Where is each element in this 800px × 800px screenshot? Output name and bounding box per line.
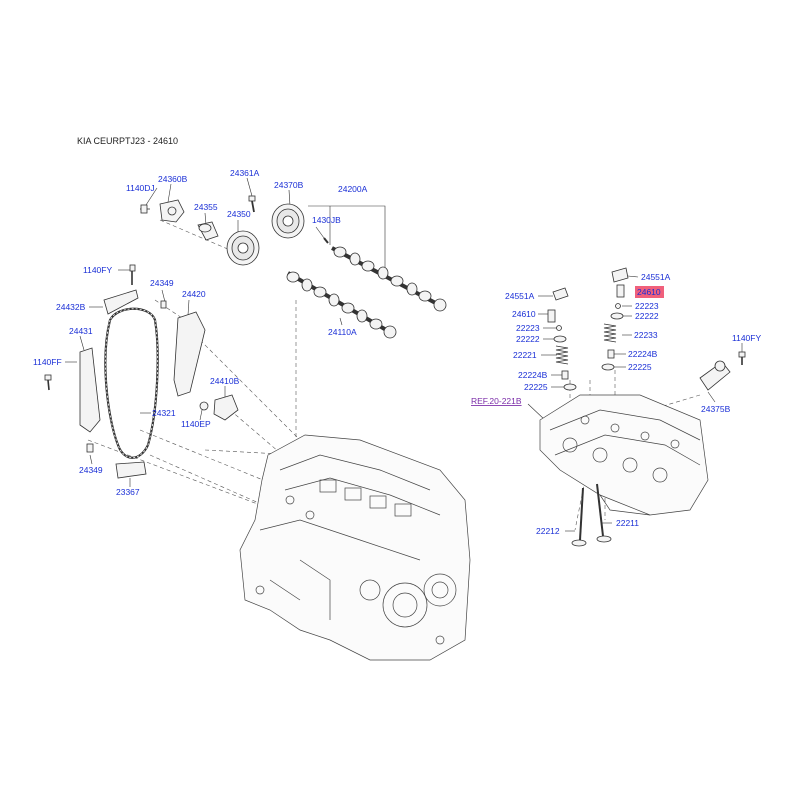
label-24360B[interactable]: 24360B (158, 174, 188, 184)
label-22211[interactable]: 22211 (616, 518, 639, 528)
label-22221[interactable]: 22221 (513, 350, 537, 360)
bolt-1140DJ (140, 204, 150, 214)
sprocket-23367 (115, 461, 147, 479)
label-24610-right[interactable]: 24610 (637, 287, 661, 297)
part-24350 (226, 230, 260, 266)
label-24610-left[interactable]: 24610 (512, 309, 536, 319)
label-1140FY-right[interactable]: 1140FY (732, 333, 761, 343)
label-24349-bottom[interactable]: 24349 (79, 465, 103, 475)
label-1430JB[interactable]: 1430JB (312, 215, 341, 225)
bolt-24349-bottom (86, 443, 94, 453)
bolt-1140EP (199, 401, 209, 411)
label-24200A[interactable]: 24200A (338, 184, 368, 194)
label-24350[interactable]: 24350 (227, 209, 251, 219)
label-24551A-right[interactable]: 24551A (641, 272, 671, 282)
bolt-24361A (248, 195, 256, 213)
cylinder-head (539, 394, 709, 516)
bolt-24349-top (160, 300, 167, 309)
label-22224B-right[interactable]: 22224B (628, 349, 658, 359)
lash-adjuster-24610-left (547, 309, 556, 323)
part-labels: 1140DJ 24360B 24361A 24370B 24200A 24355… (33, 168, 761, 536)
label-22225-right[interactable]: 22225 (628, 362, 652, 372)
label-22225-left[interactable]: 22225 (524, 382, 548, 392)
ref-link[interactable]: REF.20-221B (471, 396, 522, 406)
label-24375B[interactable]: 24375B (701, 404, 731, 414)
label-23367[interactable]: 23367 (116, 487, 140, 497)
label-24410B[interactable]: 24410B (210, 376, 240, 386)
label-1140DJ[interactable]: 1140DJ (126, 183, 155, 193)
washer-22225-left (563, 383, 577, 391)
top-components (140, 195, 447, 339)
lash-adjuster-24610-right (616, 284, 625, 298)
label-22223-right[interactable]: 22223 (635, 301, 659, 311)
label-22224B-left[interactable]: 22224B (518, 370, 548, 380)
label-24110A[interactable]: 24110A (328, 327, 357, 337)
label-24355[interactable]: 24355 (194, 202, 218, 212)
engine-block (239, 434, 471, 661)
label-24361A[interactable]: 24361A (230, 168, 260, 178)
part-24355 (197, 221, 219, 241)
highlight-24610 (635, 286, 664, 298)
label-22212[interactable]: 22212 (536, 526, 560, 536)
rocker-24551A-left (552, 287, 569, 301)
label-22222-right[interactable]: 22222 (635, 311, 659, 321)
ocv-24375B (699, 360, 731, 391)
valve-train (547, 267, 746, 547)
guide-24432B (103, 289, 139, 315)
rocker-24551A-right (611, 267, 629, 283)
valve-22211 (596, 483, 612, 543)
label-1140FF[interactable]: 1140FF (33, 357, 62, 367)
part-24370B (271, 203, 305, 239)
label-24349-top[interactable]: 24349 (150, 278, 174, 288)
chain-24321 (104, 307, 159, 459)
label-1140FY-left[interactable]: 1140FY (83, 265, 112, 275)
valve-22212 (571, 487, 587, 547)
washer-22225-right (601, 363, 615, 371)
page-title: KIA CEURPTJ23 - 24610 (77, 136, 179, 146)
label-24321[interactable]: 24321 (152, 408, 176, 418)
label-22222-left[interactable]: 22222 (516, 334, 540, 344)
label-24431[interactable]: 24431 (69, 326, 93, 336)
camshaft-24200A (331, 246, 447, 312)
label-24432B[interactable]: 24432B (56, 302, 86, 312)
bolt-1140FF (44, 374, 52, 391)
tensioner-24410B (213, 394, 239, 421)
label-24420[interactable]: 24420 (182, 289, 206, 299)
solid-leaders (65, 177, 743, 532)
guide-24420 (173, 311, 206, 397)
bolt-1140FY-right (738, 351, 746, 365)
label-24551A-left[interactable]: 24551A (505, 291, 535, 301)
spring-22233 (603, 323, 617, 343)
seal-22224B-right (607, 349, 615, 359)
label-24370B[interactable]: 24370B (274, 180, 304, 190)
label-22223-left[interactable]: 22223 (516, 323, 540, 333)
seal-22224B-left (561, 370, 569, 380)
timing-chain-group (44, 264, 239, 479)
guide-24431 (79, 347, 101, 433)
camshaft-24110A (286, 271, 397, 339)
spring-22221 (555, 345, 569, 365)
label-22233[interactable]: 22233 (634, 330, 658, 340)
label-1140EP[interactable]: 1140EP (181, 419, 211, 429)
bolt-1140FY-left (129, 264, 136, 285)
